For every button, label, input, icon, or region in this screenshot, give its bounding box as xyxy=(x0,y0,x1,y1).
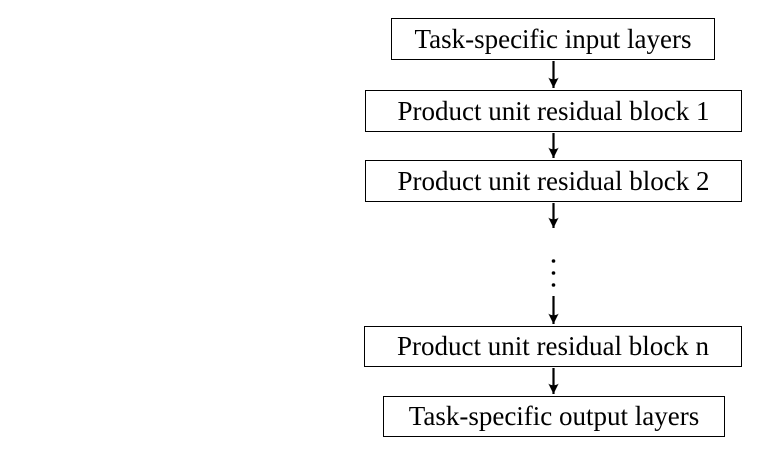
ellipsis-dot xyxy=(551,259,556,263)
node-product-unit-residual-block-n: Product unit residual block n xyxy=(364,326,742,367)
vertical-ellipsis xyxy=(551,259,556,287)
node-product-unit-residual-block-1: Product unit residual block 1 xyxy=(365,90,742,132)
ellipsis-dot xyxy=(551,271,556,275)
node-product-unit-residual-block-2: Product unit residual block 2 xyxy=(365,160,742,202)
node-task-specific-output-layers: Task-specific output layers xyxy=(383,396,725,437)
ellipsis-dot xyxy=(551,283,556,287)
node-task-specific-input-layers: Task-specific input layers xyxy=(391,18,715,60)
